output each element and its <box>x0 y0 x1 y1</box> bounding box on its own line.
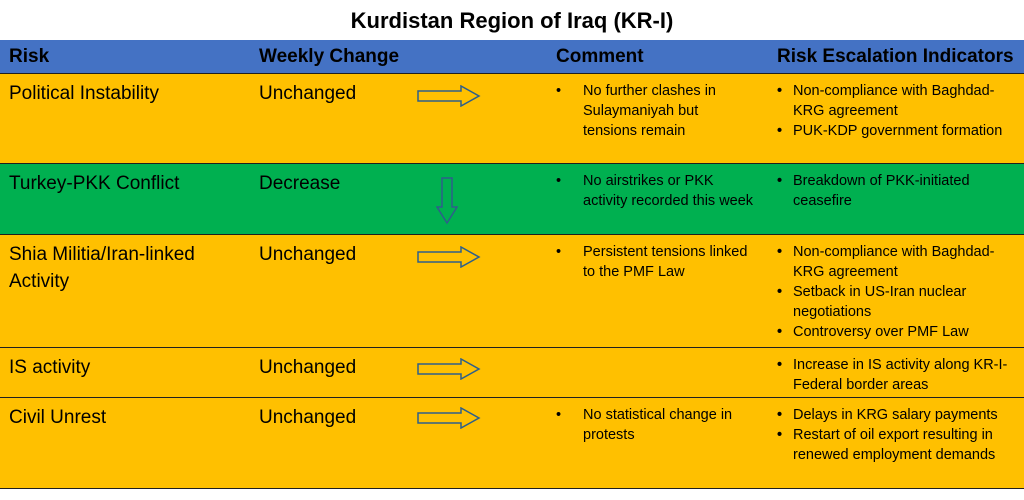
comment-cell: No further clashes in Sulaymaniyah but t… <box>556 81 756 141</box>
weekly-change-label: Unchanged <box>259 83 357 104</box>
indicators-cell: Increase in IS activity along KR-I-Feder… <box>777 355 1017 395</box>
right-arrow-icon <box>417 246 481 268</box>
right-arrow-icon <box>417 407 481 429</box>
risk-table: Risk Weekly Change Comment Risk Escalati… <box>0 40 1024 489</box>
table-row: IS activity Unchanged Increase in IS act… <box>0 348 1024 398</box>
weekly-change-label: Unchanged <box>259 407 357 428</box>
indicator-item: Controversy over PMF Law <box>777 322 1017 342</box>
indicator-item: Non-compliance with Baghdad-KRG agreemen… <box>777 81 1017 121</box>
indicators-cell: Delays in KRG salary payments Restart of… <box>777 405 1017 465</box>
table-row: Political Instability Unchanged No furth… <box>0 74 1024 164</box>
comment-item: Persistent tensions linked to the PMF La… <box>556 242 756 282</box>
table-row: Civil Unrest Unchanged No statistical ch… <box>0 398 1024 489</box>
indicator-item: Increase in IS activity along KR-I-Feder… <box>777 355 1017 395</box>
indicators-cell: Non-compliance with Baghdad-KRG agreemen… <box>777 242 1017 342</box>
risk-label: IS activity <box>9 357 91 378</box>
comment-cell: Persistent tensions linked to the PMF La… <box>556 242 756 282</box>
indicator-item: Breakdown of PKK-initiated ceasefire <box>777 171 1017 211</box>
right-arrow-icon <box>417 358 481 380</box>
table-row: Shia Militia/Iran-linked Activity Unchan… <box>0 235 1024 348</box>
indicator-item: Restart of oil export resulting in renew… <box>777 425 1017 465</box>
indicator-item: Non-compliance with Baghdad-KRG agreemen… <box>777 242 1017 282</box>
comment-item: No further clashes in Sulaymaniyah but t… <box>556 81 756 141</box>
right-arrow-icon <box>417 85 481 107</box>
risk-label: Turkey-PKK Conflict <box>9 173 180 194</box>
header-weekly-change: Weekly Change <box>259 46 400 67</box>
weekly-change-label: Decrease <box>259 173 341 194</box>
risk-label: Political Instability <box>9 83 159 104</box>
indicator-item: Delays in KRG salary payments <box>777 405 1017 425</box>
down-arrow-icon <box>436 177 458 225</box>
page-title: Kurdistan Region of Iraq (KR-I) <box>350 8 674 33</box>
comment-cell: No airstrikes or PKK activity recorded t… <box>556 171 756 211</box>
comment-item: No airstrikes or PKK activity recorded t… <box>556 171 756 211</box>
weekly-change-label: Unchanged <box>259 244 357 265</box>
indicator-item: Setback in US-Iran nuclear negotiations <box>777 282 1017 322</box>
comment-cell: No statistical change in protests <box>556 405 756 445</box>
risk-label: Shia Militia/Iran-linked Activity <box>9 244 195 292</box>
weekly-change-label: Unchanged <box>259 357 357 378</box>
header-comment: Comment <box>556 46 644 67</box>
risk-label: Civil Unrest <box>9 407 107 428</box>
header-indicators: Risk Escalation Indicators <box>777 46 1014 67</box>
comment-item: No statistical change in protests <box>556 405 756 445</box>
indicator-item: PUK-KDP government formation <box>777 121 1017 141</box>
header-risk: Risk <box>9 46 50 67</box>
table-row: Turkey-PKK Conflict Decrease No airstrik… <box>0 164 1024 235</box>
indicators-cell: Breakdown of PKK-initiated ceasefire <box>777 171 1017 211</box>
table-header: Risk Weekly Change Comment Risk Escalati… <box>0 40 1024 74</box>
indicators-cell: Non-compliance with Baghdad-KRG agreemen… <box>777 81 1017 141</box>
